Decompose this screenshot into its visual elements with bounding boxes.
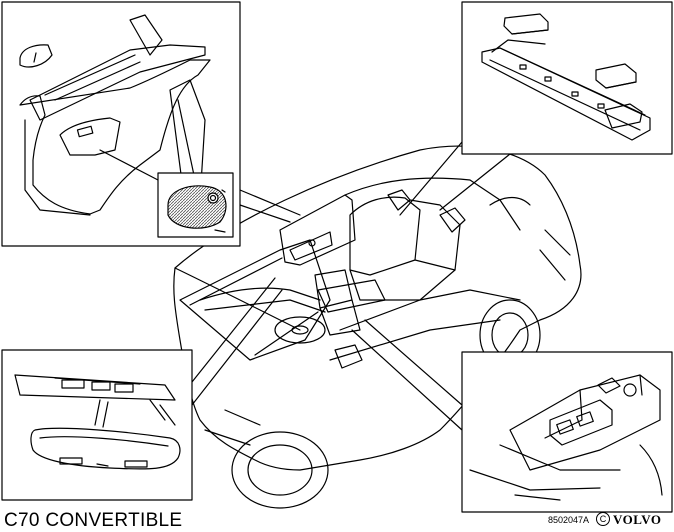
inset-switch-panel (461, 1, 673, 155)
copyright-icon: C (596, 512, 610, 526)
callout-leaders (191, 141, 516, 431)
diagram-caption: C70 CONVERTIBLE (4, 510, 183, 531)
inset-rear-side-panel (1, 1, 241, 247)
figure-code: 8502047A (548, 515, 590, 525)
car-body (173, 145, 582, 509)
inset-interior-mirror (1, 349, 193, 501)
inset-console-switches (461, 351, 673, 513)
brand-logo: VOLVO (613, 512, 662, 527)
